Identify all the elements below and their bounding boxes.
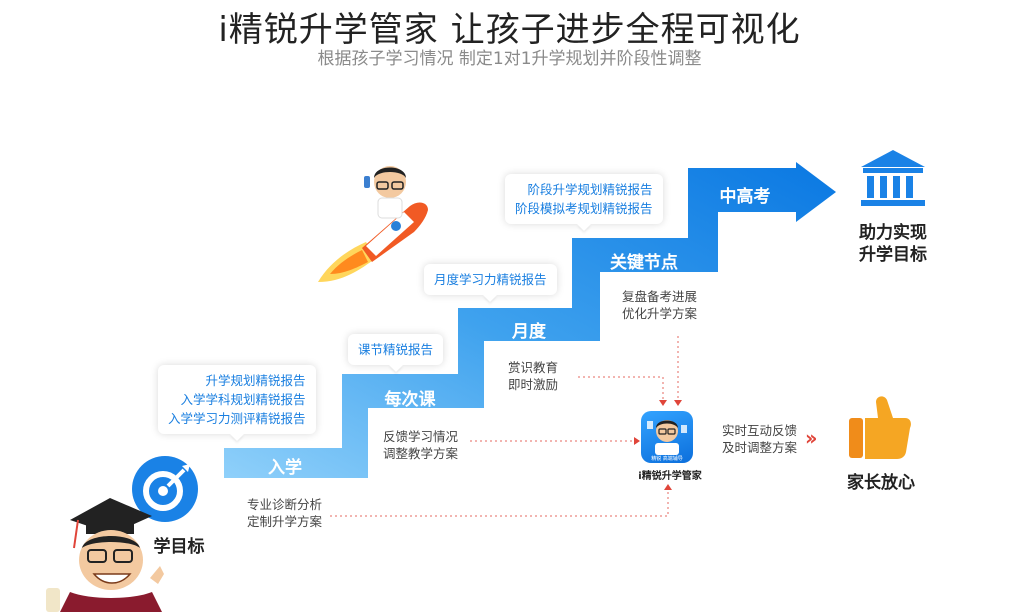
report-item: 阶段升学规划精锐报告 [527, 182, 653, 197]
bubble-lesson-report: 课节精锐报告 [348, 334, 444, 365]
achieve-goal-label: 助力实现升学目标 [859, 223, 927, 265]
app-caption: i精锐升学管家 [638, 471, 702, 482]
step-label-enroll: 入学 [268, 458, 302, 478]
staircase-shape [224, 162, 836, 478]
report-item: 月度学习力精锐报告 [434, 272, 547, 287]
goal-label: 学目标 [153, 537, 205, 557]
parent-assured-label: 家长放心 [847, 473, 915, 493]
report-item: 入学学科规划精锐报告 [180, 392, 306, 407]
step-label-key: 关键节点 [610, 253, 678, 273]
bubble-key-reports: 阶段升学规划精锐报告 阶段模拟考规划精锐报告 [505, 174, 663, 224]
step-label-lesson: 每次课 [384, 390, 436, 410]
note-praise: 赏识教育即时激励 [508, 360, 559, 392]
page-title: i精锐升学管家 让孩子进步全程可视化 [218, 10, 801, 50]
report-item: 阶段模拟考规划精锐报告 [515, 201, 653, 216]
bubble-monthly-report: 月度学习力精锐报告 [424, 264, 557, 295]
double-chevron-right-icon: ›› [805, 426, 818, 450]
report-item: 课节精锐报告 [358, 342, 434, 357]
note-diagnose: 专业诊断分析定制升学方案 [247, 497, 323, 529]
bubble-enroll-reports: 升学规划精锐报告 入学学科规划精锐报告 入学学习力测评精锐报告 [158, 365, 316, 434]
page-subtitle: 根据孩子学习情况 制定1对1升学规划并阶段性调整 [317, 49, 702, 69]
step-label-monthly: 月度 [512, 322, 546, 342]
report-item: 升学规划精锐报告 [205, 373, 306, 388]
app-badge: 精锐 高端辅导 [651, 456, 683, 462]
note-interact: 实时互动反馈及时调整方案 [722, 423, 798, 455]
report-item: 入学学习力测评精锐报告 [168, 411, 306, 426]
step-label-exam: 中高考 [719, 187, 771, 207]
note-review: 复盘备考进展优化升学方案 [622, 289, 698, 321]
app-icon: 精锐 高端辅导 [641, 411, 693, 463]
note-feedback: 反馈学习情况调整教学方案 [383, 429, 459, 461]
